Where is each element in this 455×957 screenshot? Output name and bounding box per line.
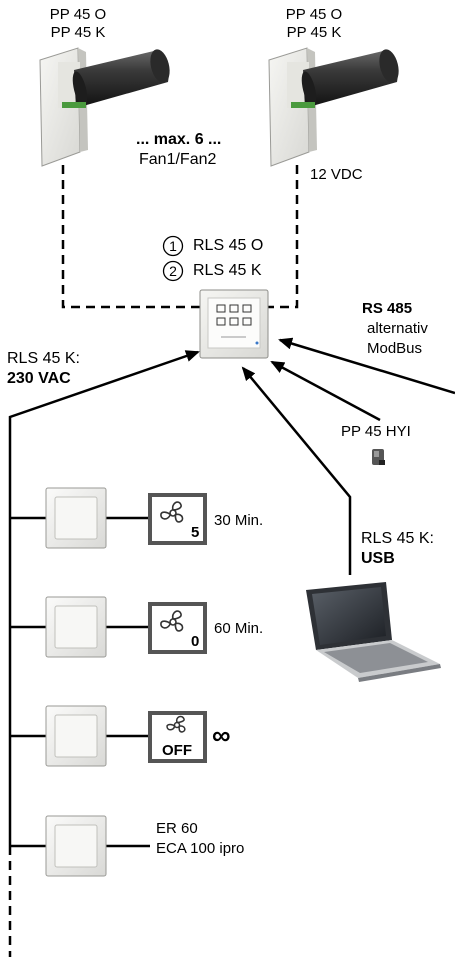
switch-1-duration: 30 Min. — [214, 512, 264, 529]
rs485-arrow — [278, 337, 455, 395]
option-1-circle — [162, 235, 184, 257]
option-2-circle — [162, 260, 184, 282]
mains-label-1: RLS 45 K: — [7, 350, 80, 367]
option-1-number: 1 — [169, 238, 177, 254]
sensor-arrow — [270, 360, 381, 422]
fan-channel-label: Fan1/Fan2 — [139, 151, 217, 168]
fan-icon-glyph: 0 — [191, 633, 199, 650]
wall-switch-2 — [45, 596, 107, 658]
wall-switch-3 — [45, 705, 107, 767]
fan-left-label-2: PP 45 K — [50, 24, 106, 41]
rs485-label: RS 485 — [362, 300, 413, 317]
humidity-sensor — [372, 449, 385, 465]
fan-right-label-2: PP 45 K — [286, 24, 342, 41]
option-2-number: 2 — [169, 263, 177, 279]
fan-off-icon — [148, 711, 207, 763]
sensor-label: PP 45 HYI — [341, 423, 411, 440]
wall-switch-4 — [45, 815, 107, 877]
option-1-label: RLS 45 O — [193, 237, 264, 254]
fan-icon-glyph: OFF — [162, 742, 192, 759]
option-2-label: RLS 45 K — [193, 262, 262, 279]
max-fans-label: ... max. 6 ... — [136, 131, 222, 148]
switch-4-label-2: ECA 100 ipro — [156, 840, 245, 857]
fan-unit-right — [268, 47, 399, 167]
fan-boost-icon — [148, 493, 207, 545]
fan-bus-dashed — [61, 165, 299, 309]
fan-unit-left — [39, 47, 170, 167]
usb-label-1: RLS 45 K: — [361, 530, 434, 547]
mains-label-2: 230 VAC — [7, 370, 71, 387]
switch-4-label-1: ER 60 — [156, 820, 198, 837]
fan-left-label-1: PP 45 O — [49, 6, 107, 23]
switch-2-duration: 60 Min. — [214, 620, 264, 637]
controller-device — [199, 289, 269, 359]
fan-icon-glyph: 5 — [191, 524, 199, 541]
mains-line — [8, 350, 200, 957]
usb-arrow — [241, 366, 352, 575]
fan-right-label-1: PP 45 O — [285, 6, 343, 23]
fan-boost-icon — [148, 602, 207, 654]
usb-label-2: USB — [361, 550, 395, 567]
rs485-alt-label-1: alternativ — [367, 320, 428, 337]
rs485-alt-label-2: ModBus — [367, 340, 423, 357]
voltage-12vdc-label: 12 VDC — [310, 166, 363, 183]
wall-switch-1 — [45, 487, 107, 549]
switch-3-infinity: ∞ — [212, 720, 231, 750]
switch-connectors — [10, 516, 150, 848]
laptop — [306, 582, 441, 682]
